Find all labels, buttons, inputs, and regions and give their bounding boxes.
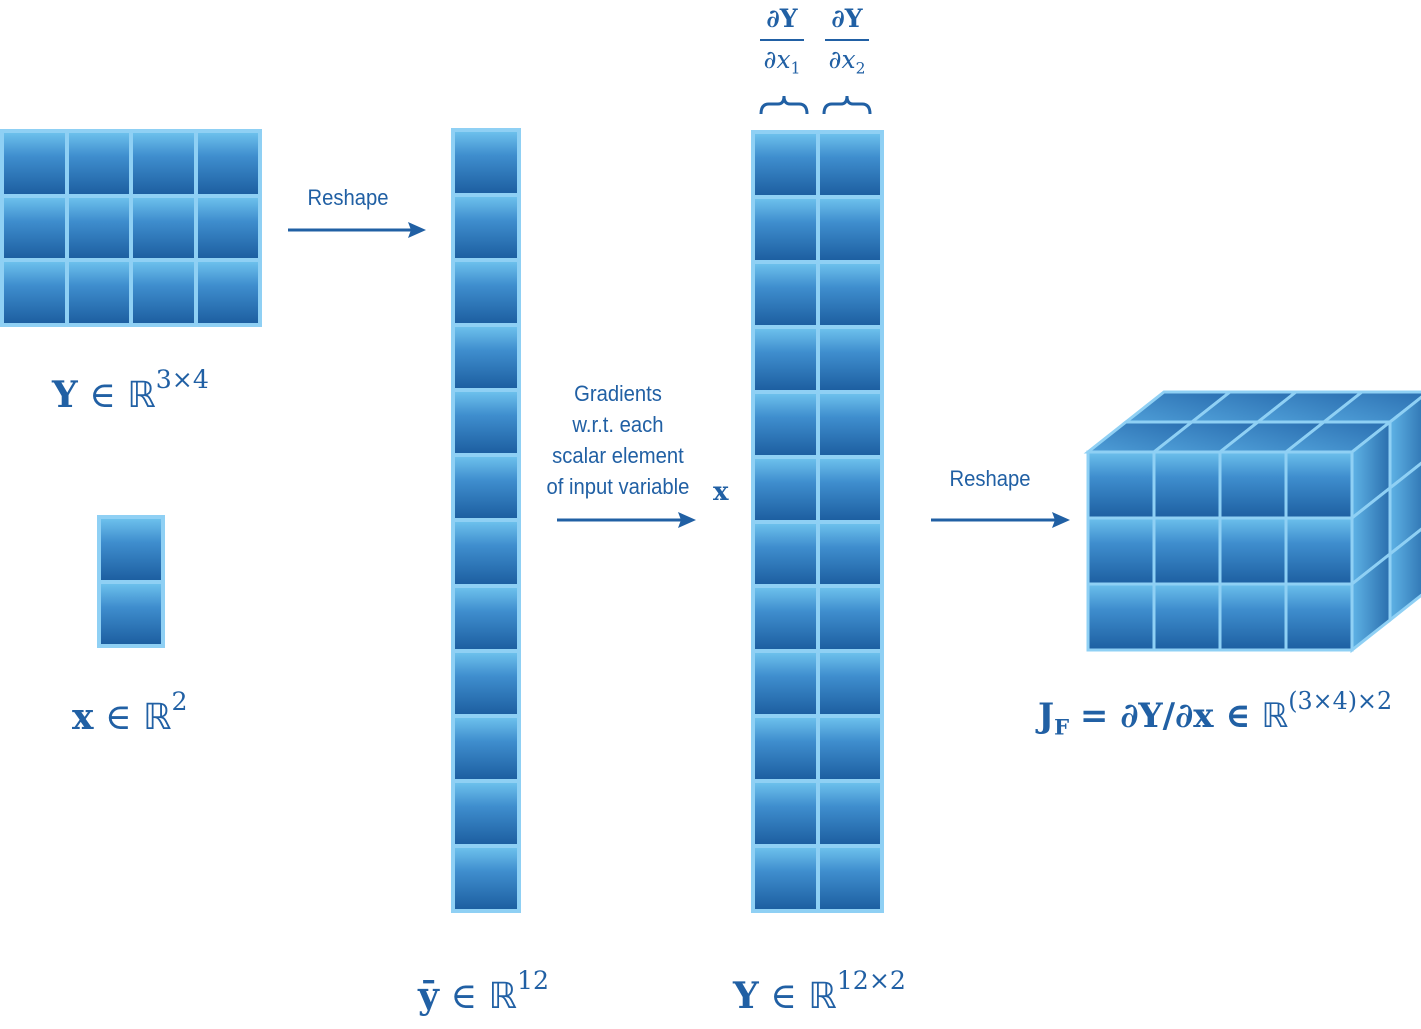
tensor-cell bbox=[455, 392, 517, 454]
tensor-cell bbox=[819, 848, 880, 909]
tensor-cell bbox=[68, 262, 129, 323]
tensor-cell bbox=[133, 197, 194, 259]
gradients-text: Gradients w.r.t. each scalar element of … bbox=[526, 378, 710, 502]
gradients-arrow bbox=[557, 512, 696, 528]
tensor-cell bbox=[755, 198, 816, 260]
tensor-cell bbox=[755, 263, 816, 325]
tensor-cell bbox=[755, 328, 816, 390]
tensor-cell bbox=[455, 132, 517, 194]
cube-front-cell bbox=[1218, 516, 1288, 586]
tensor-cell bbox=[755, 393, 816, 455]
tensor-cell bbox=[755, 783, 816, 845]
tensor-cell bbox=[755, 134, 816, 195]
gradients-line-3: scalar element bbox=[552, 443, 684, 468]
tensor-cell bbox=[68, 133, 129, 194]
partial-dx1: ∂Y∂x1 bbox=[754, 4, 810, 77]
tensor-cell bbox=[101, 583, 161, 644]
cube-front-cell bbox=[1284, 450, 1354, 520]
column-ybar-label: ȳ ∈ ℝ12 bbox=[418, 966, 550, 1017]
tensor-cell bbox=[197, 133, 258, 194]
tensor-cell bbox=[455, 782, 517, 844]
tensor-cell bbox=[819, 653, 880, 715]
reshape-arrow-1 bbox=[288, 222, 426, 238]
cube-front-cell bbox=[1284, 582, 1354, 652]
reshape-arrow-2 bbox=[931, 512, 1070, 528]
reshape-label-2: Reshape bbox=[949, 466, 1031, 491]
tensor-cell bbox=[819, 718, 880, 780]
tensor-cell bbox=[101, 519, 161, 580]
tensor-cell bbox=[819, 263, 880, 325]
vector-x-2 bbox=[97, 515, 165, 648]
tensor-cell bbox=[819, 393, 880, 455]
tensor-cell bbox=[755, 848, 816, 909]
column-ybar-12 bbox=[451, 128, 521, 913]
tensor-cell bbox=[819, 134, 880, 195]
tensor-cell bbox=[68, 197, 129, 259]
cube-front-cell bbox=[1152, 516, 1222, 586]
reshape-label-1: Reshape bbox=[307, 185, 389, 210]
tensor-cell bbox=[755, 718, 816, 780]
cube-front-cell bbox=[1218, 450, 1288, 520]
tensor-cell bbox=[455, 197, 517, 259]
partial-dx2: ∂Y∂x2 bbox=[819, 4, 875, 77]
tensor-cell bbox=[4, 197, 65, 259]
tensor-cell bbox=[819, 783, 880, 845]
matrix-y-12x2 bbox=[751, 130, 884, 913]
tensor-cell bbox=[4, 262, 65, 323]
gradients-variable: x bbox=[713, 477, 729, 507]
cube-front-cell bbox=[1086, 582, 1156, 652]
tensor-cell bbox=[197, 197, 258, 259]
vector-x-label: x ∈ ℝ2 bbox=[72, 687, 188, 738]
tensor-cell bbox=[4, 133, 65, 194]
gradients-line-4: of input variable bbox=[546, 474, 690, 499]
tensor-cell bbox=[755, 653, 816, 715]
tensor-cell bbox=[455, 327, 517, 389]
tensor-cell bbox=[455, 587, 517, 649]
tensor-cell bbox=[133, 262, 194, 323]
tensor-cell bbox=[819, 458, 880, 520]
tensor-cell bbox=[455, 522, 517, 584]
gradients-line-2: w.r.t. each bbox=[572, 412, 664, 437]
tensor-cell bbox=[455, 457, 517, 519]
cube-front-cell bbox=[1086, 450, 1156, 520]
tensor-cell bbox=[455, 847, 517, 909]
matrix-y-label: Y ∈ ℝ3×4 bbox=[52, 365, 209, 416]
brace-dx1 bbox=[759, 95, 809, 115]
tensor-cell bbox=[455, 262, 517, 324]
tensor-cell bbox=[455, 717, 517, 779]
gradients-line-1: Gradients bbox=[574, 381, 662, 406]
tensor-cell bbox=[133, 133, 194, 194]
tensor-cell bbox=[755, 458, 816, 520]
cube-front-cell bbox=[1086, 516, 1156, 586]
tensor-cell bbox=[755, 523, 816, 585]
matrix-y-12x2-label: Y ∈ ℝ12×2 bbox=[733, 966, 906, 1017]
cube-front-cell bbox=[1152, 450, 1222, 520]
tensor-cell bbox=[755, 588, 816, 650]
tensor-cell bbox=[819, 523, 880, 585]
cube-front-cell bbox=[1284, 516, 1354, 586]
jacobian-tensor-label: JF = ∂Y/∂x ∈ ℝ(3×4)×2 bbox=[1038, 687, 1393, 740]
tensor-cell bbox=[819, 198, 880, 260]
matrix-y-3x4 bbox=[0, 129, 262, 327]
brace-dx2 bbox=[822, 95, 872, 115]
cube-front-cell bbox=[1152, 582, 1222, 652]
tensor-cell bbox=[819, 588, 880, 650]
jacobian-cube bbox=[1083, 390, 1421, 654]
cube-front-cell bbox=[1218, 582, 1288, 652]
tensor-cell bbox=[197, 262, 258, 323]
tensor-cell bbox=[455, 652, 517, 714]
tensor-cell bbox=[819, 328, 880, 390]
